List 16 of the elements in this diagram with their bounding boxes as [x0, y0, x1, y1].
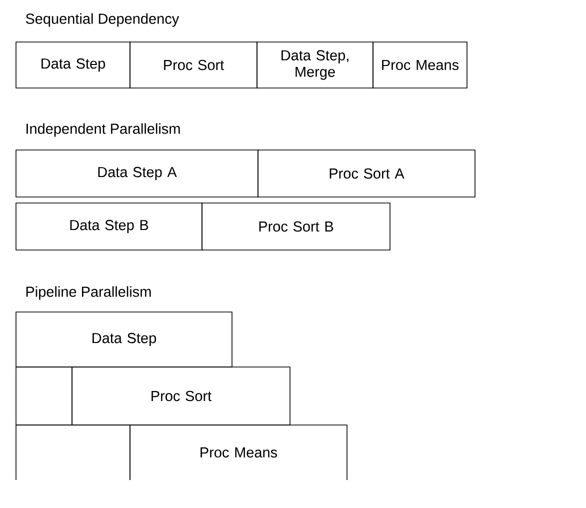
section-heading: Sequential Dependency: [26, 13, 180, 27]
section-heading: Pipeline Parallelism: [26, 286, 151, 300]
process-box: Proc Sort B: [202, 202, 390, 250]
process-box: Proc Means: [130, 424, 348, 480]
process-box: Proc Sort A: [258, 150, 476, 198]
process-box: Proc Means: [372, 42, 468, 88]
section-heading: Independent Parallelism: [26, 123, 180, 137]
process-box: Data Step A: [16, 150, 258, 198]
process-box: Proc Sort: [72, 366, 290, 426]
process-box: Data Step, Merge: [256, 42, 374, 88]
empty-box: [16, 424, 130, 480]
process-box: Data Step: [16, 42, 130, 88]
process-box: Data Step: [16, 312, 232, 368]
process-box: Proc Sort: [130, 42, 258, 88]
process-box: Data Step B: [16, 202, 202, 250]
empty-box: [16, 366, 72, 426]
